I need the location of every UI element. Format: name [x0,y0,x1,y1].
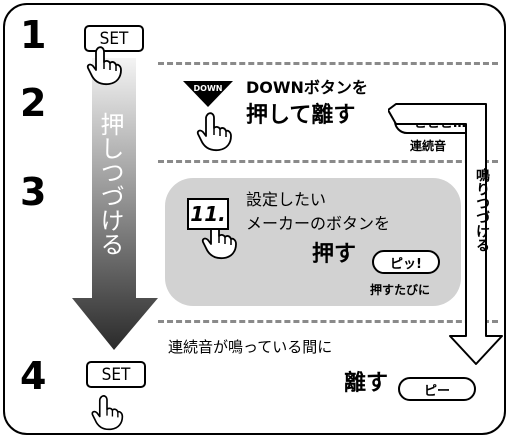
step3-action: 押す [312,242,357,267]
diagram-frame [3,3,506,435]
step-number-4: 4 [20,354,47,398]
pointing-hand-icon [201,220,237,260]
step-number-2: 2 [20,81,47,125]
down-badge-label: DOWN [193,84,223,93]
hold-arrow-label: 押しつづける [96,112,124,256]
ringing-arrow [388,103,503,365]
ringing-arrow-label: 鳴りつづける [474,168,490,252]
step-divider [158,62,498,65]
pointing-hand-icon [86,46,122,86]
step2-action: 押して離す [246,103,356,128]
step4-action: 離す [344,371,389,396]
step2-title: DOWNボタンを [246,78,368,97]
beep-bubble: ピッ! [372,250,440,274]
set-button: SET [86,361,146,388]
step4-caption: 連続音が鳴っている間に [168,338,333,356]
step3-line1: 設定したい [246,190,327,209]
beep-bubble: ピー [398,377,476,401]
step-divider [158,160,498,163]
hold-arrow [72,58,158,350]
step-number-1: 1 [20,13,47,57]
set-button: SET [84,25,144,52]
step-number-3: 3 [20,170,47,214]
button-11-label: 11. [190,202,226,226]
button-11-icon [187,198,229,230]
step3-line2: メーカーのボタンを [246,214,391,233]
down-triangle-icon [183,81,233,107]
step3-sound-caption: 押すたびに [370,283,431,297]
pointing-hand-icon [91,395,124,431]
step-divider [158,320,498,323]
step2-sound-caption: 連続音 [410,139,447,153]
pointing-hand-icon [196,112,232,152]
